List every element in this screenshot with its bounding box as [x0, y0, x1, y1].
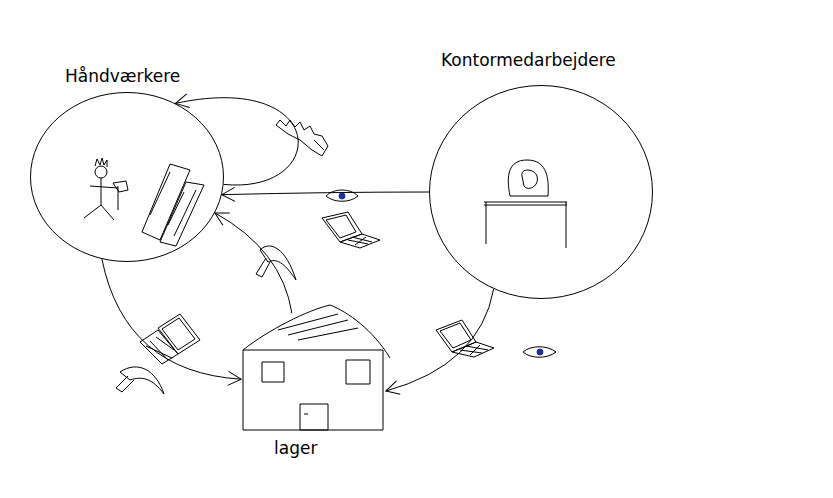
hammer-icon — [116, 367, 164, 394]
eye-icon — [523, 347, 556, 358]
office-worker — [484, 160, 567, 248]
flow-arrow — [386, 289, 494, 391]
flow-arrow — [176, 98, 299, 185]
group-circle — [30, 92, 224, 262]
calculator-icon — [436, 320, 494, 357]
group-label: lager — [272, 438, 319, 458]
group-node: Kontormedarbejdere — [429, 85, 653, 299]
hammer-icon — [256, 246, 296, 280]
group-label: Håndværkere — [63, 66, 182, 86]
warehouse-node: lager — [238, 300, 392, 432]
saw-icon — [276, 120, 328, 156]
flow-arrow — [222, 192, 429, 195]
planks — [142, 164, 204, 246]
group-label: Kontormedarbejdere — [439, 50, 618, 70]
group-node: Håndværkere — [30, 92, 224, 262]
worker-figure — [84, 158, 128, 220]
eye-icon — [326, 190, 358, 201]
group-circle — [429, 85, 653, 299]
calculator-icon — [140, 314, 200, 364]
calculator-icon — [322, 212, 380, 248]
flow-arrow — [215, 213, 292, 313]
warehouse-outline — [238, 300, 392, 432]
flow-arrow — [102, 259, 241, 379]
